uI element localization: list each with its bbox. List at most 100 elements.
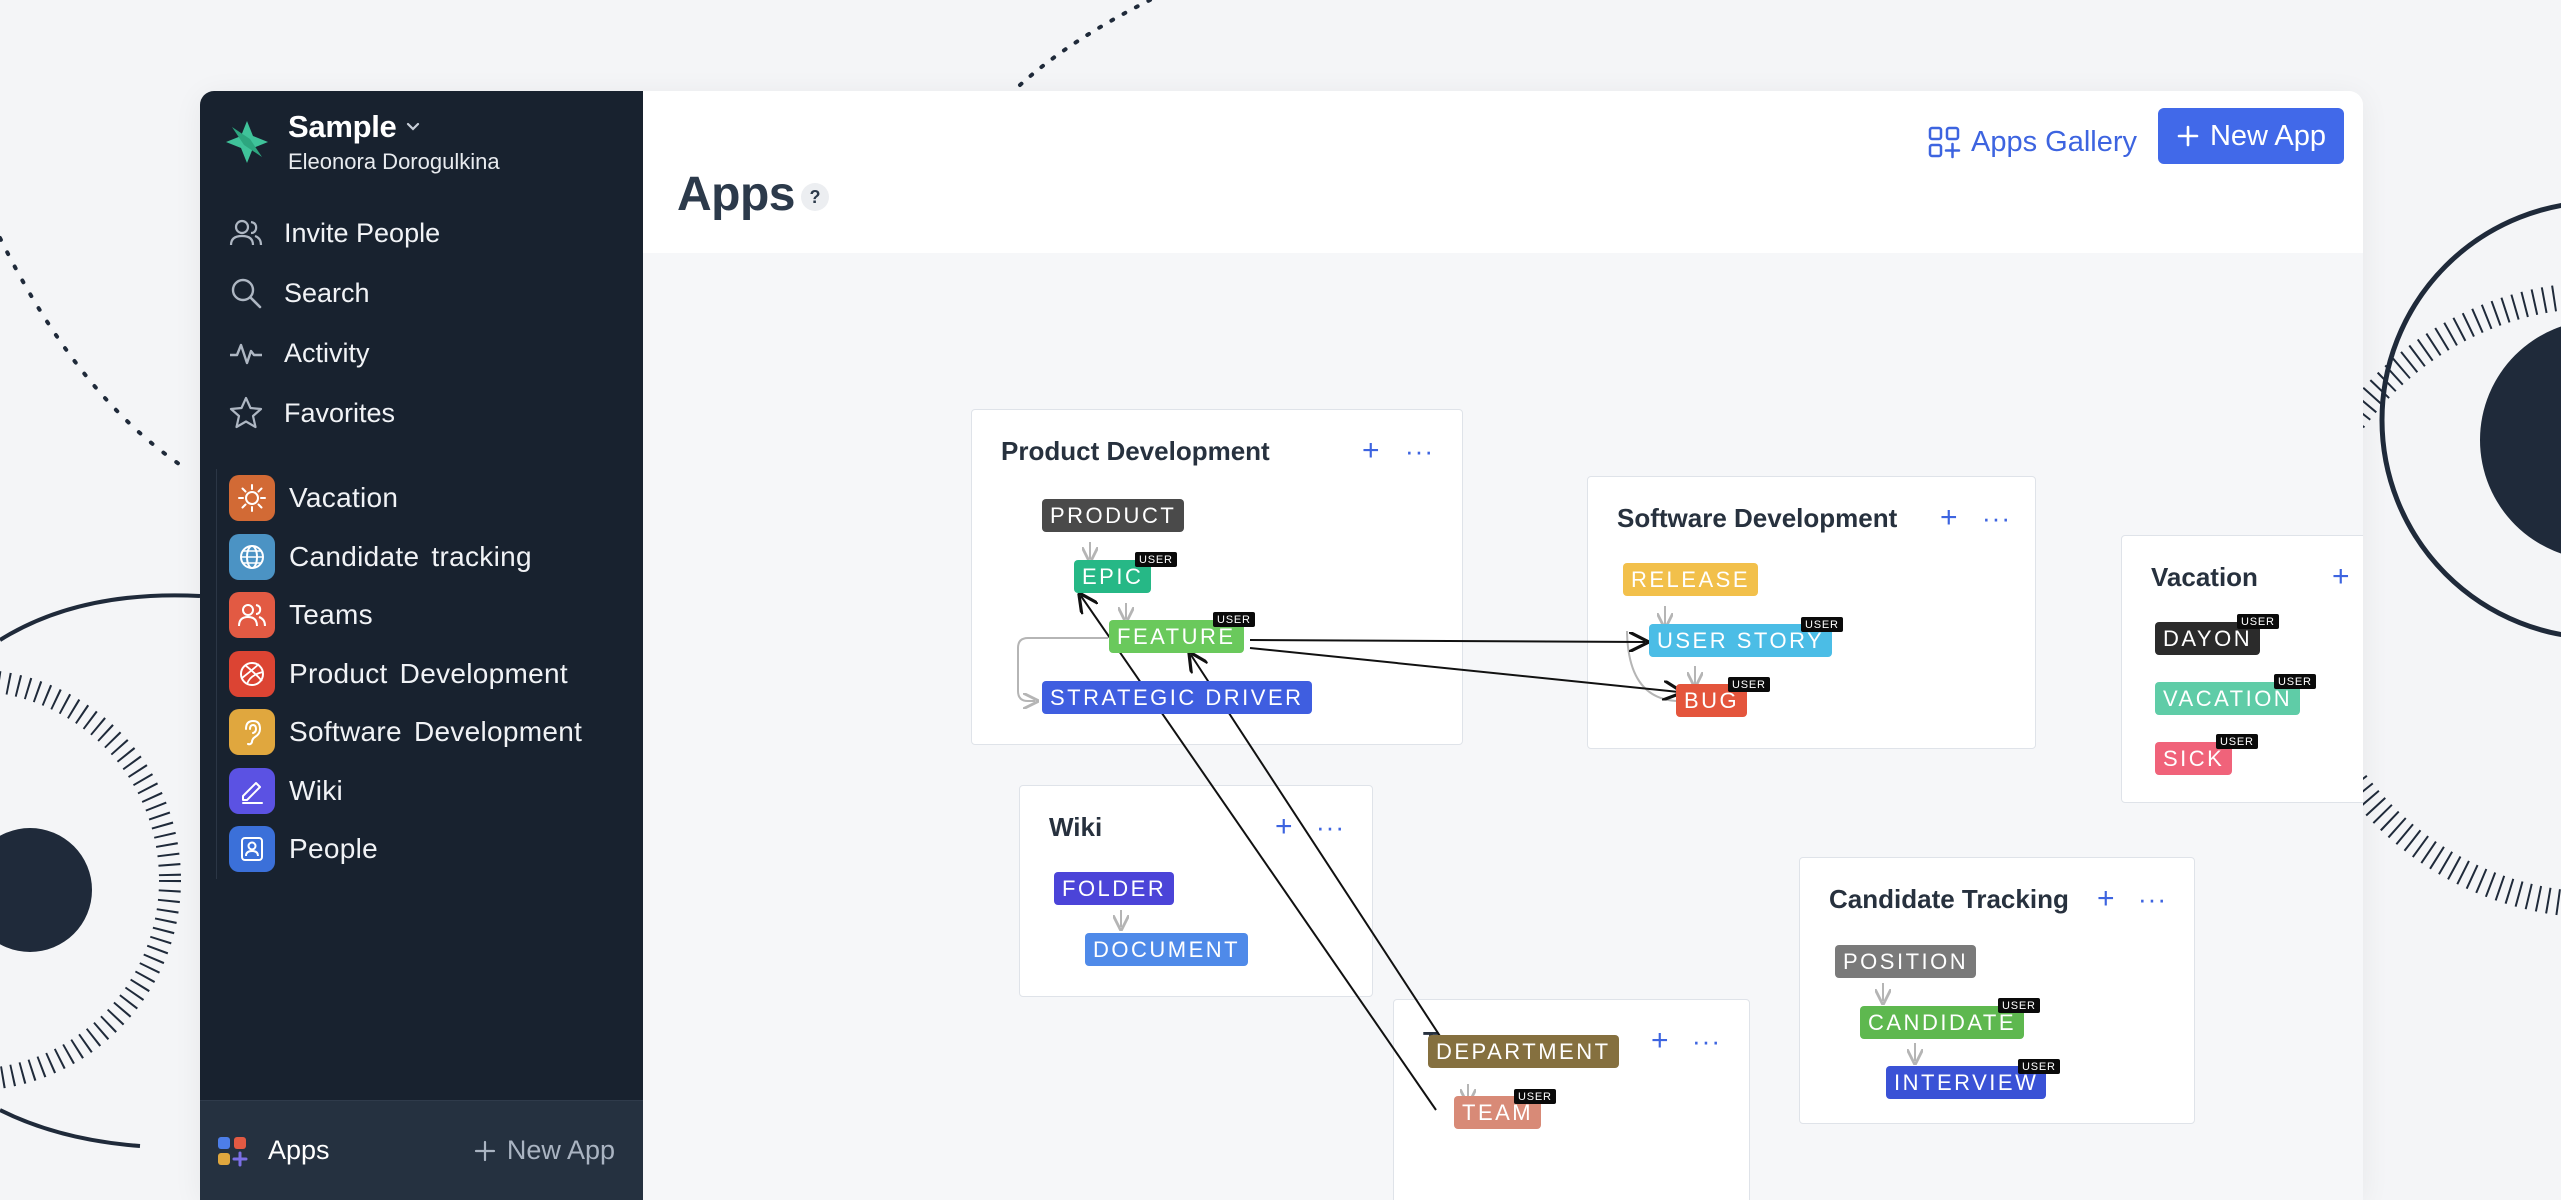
entity-tag-epic[interactable]: EPIC (1074, 560, 1152, 593)
people-icon (228, 215, 264, 251)
workspace-name: Sample (288, 109, 397, 144)
add-entity-button[interactable]: + (1940, 501, 1958, 534)
new-app-label: New App (2209, 119, 2327, 152)
chevron-down-icon (407, 122, 420, 131)
more-options-button[interactable]: ··· (1316, 812, 1345, 842)
sidebar-apps-list: Vacation Candidate tracking Teams Produc… (216, 469, 582, 879)
entity-tag-user-story[interactable]: USER STORY (1649, 624, 1833, 657)
sidebar-app-teams[interactable]: Teams (229, 586, 582, 645)
entity-tag-team[interactable]: TEAM (1454, 1096, 1542, 1129)
user-badge: USER (1998, 998, 2040, 1013)
nav-label: Activity (284, 337, 370, 368)
sidebar-app-label: Wiki (289, 774, 344, 806)
more-options-button[interactable]: ··· (1692, 1026, 1721, 1056)
page-header: Apps ? Apps Gallery New App (643, 91, 2363, 253)
sidebar-nav: Invite People Search Activity Favorites (228, 203, 440, 443)
more-options-button[interactable]: ··· (1405, 436, 1434, 466)
card-title: Vacation (2151, 562, 2258, 592)
workspace-switcher[interactable]: Sample Eleonora Dorogulkina (222, 109, 500, 175)
star-icon (228, 395, 264, 431)
card-title: Wiki (1049, 812, 1103, 842)
add-entity-button[interactable]: + (2097, 882, 2115, 915)
entity-tag-department[interactable]: DEPARTMENT (1428, 1035, 1619, 1068)
nav-search[interactable]: Search (228, 263, 440, 323)
entity-tag-candidate[interactable]: CANDIDATE (1860, 1006, 2024, 1039)
basketball-icon (229, 650, 275, 697)
user-badge: USER (2216, 734, 2258, 749)
main-content: Apps ? Apps Gallery New App Product Deve… (643, 91, 2363, 1200)
more-options-button[interactable]: ··· (1982, 503, 2011, 533)
nav-activity[interactable]: Activity (228, 323, 440, 383)
user-badge: USER (1801, 617, 1843, 632)
app-card-teams[interactable]: Teams + ··· (1393, 999, 1750, 1200)
ear-icon (229, 709, 275, 756)
user-badge: USER (2018, 1059, 2060, 1074)
sidebar-app-label: Teams (289, 599, 373, 631)
apps-gallery-icon (1928, 126, 1961, 159)
sidebar-app-vacation[interactable]: Vacation (229, 469, 582, 528)
apps-gallery-label: Apps Gallery (1971, 125, 2138, 158)
plus-icon (2177, 125, 2199, 147)
globe-icon (229, 533, 275, 580)
add-entity-button[interactable]: + (1275, 810, 1293, 843)
sidebar-new-app-label: New App (506, 1135, 615, 1165)
page-title: Apps (677, 168, 796, 221)
activity-icon (228, 335, 264, 371)
new-app-button[interactable]: New App (2158, 108, 2344, 164)
entity-tag-document[interactable]: DOCUMENT (1085, 933, 1249, 966)
sidebar-footer: Apps New App (200, 1100, 643, 1200)
user-badge: USER (1135, 552, 1177, 567)
app-card-software-development[interactable]: Software Development + ··· (1587, 476, 2036, 749)
card-title: Software Development (1617, 503, 1898, 533)
search-icon (228, 275, 264, 311)
pencil-icon (229, 767, 275, 814)
help-button[interactable]: ? (801, 183, 829, 211)
workspace-logo-icon (226, 121, 268, 163)
sidebar-apps-label: Apps (268, 1135, 330, 1165)
sidebar-app-candidate-tracking[interactable]: Candidate tracking (229, 528, 582, 587)
sidebar-apps-link[interactable]: Apps (216, 1135, 330, 1167)
sidebar-new-app-button[interactable]: New App (473, 1135, 615, 1166)
user-badge: USER (1514, 1089, 1556, 1104)
card-title: Product Development (1001, 436, 1270, 466)
sidebar: Sample Eleonora Dorogulkina Invite Peopl… (200, 91, 643, 1200)
user-badge: USER (2237, 614, 2279, 629)
sidebar-app-label: People (289, 833, 378, 865)
entity-tag-position[interactable]: POSITION (1835, 945, 1977, 978)
add-entity-button[interactable]: + (1651, 1024, 1669, 1057)
sidebar-app-product-development[interactable]: Product Development (229, 645, 582, 704)
entity-tag-bug[interactable]: BUG (1676, 684, 1748, 717)
nav-invite-people[interactable]: Invite People (228, 203, 440, 263)
sun-icon (229, 475, 275, 522)
user-badge: USER (1728, 677, 1770, 692)
apps-canvas: Product Development + ··· Software Devel… (643, 253, 2363, 1200)
entity-tag-product[interactable]: PRODUCT (1042, 499, 1185, 532)
nav-favorites[interactable]: Favorites (228, 383, 440, 443)
plus-icon (474, 1140, 496, 1161)
contact-icon (229, 826, 275, 873)
add-entity-button[interactable]: + (2332, 560, 2350, 593)
sidebar-app-label: Candidate tracking (289, 540, 532, 572)
sidebar-app-label: Software Development (289, 716, 583, 748)
sidebar-app-label: Product Development (289, 657, 568, 689)
app-window: Sample Eleonora Dorogulkina Invite Peopl… (200, 91, 2363, 1200)
user-badge: USER (2274, 674, 2316, 689)
nav-label: Invite People (284, 217, 441, 248)
sidebar-app-label: Vacation (289, 482, 399, 514)
more-options-button[interactable]: ··· (2138, 884, 2167, 914)
nav-label: Search (284, 277, 370, 308)
sidebar-app-software-development[interactable]: Software Development (229, 703, 582, 762)
sidebar-app-people[interactable]: People (229, 820, 582, 879)
sidebar-app-wiki[interactable]: Wiki (229, 762, 582, 821)
entity-tag-strategic-driver[interactable]: STRATEGIC DRIVER (1042, 681, 1312, 714)
card-title: Candidate Tracking (1829, 884, 2069, 914)
entity-tag-release[interactable]: RELEASE (1623, 563, 1758, 596)
workspace-user-name: Eleonora Dorogulkina (288, 149, 500, 174)
nav-label: Favorites (284, 397, 396, 428)
apps-grid-icon (218, 1136, 248, 1166)
entity-tag-dayon[interactable]: DAYON (2155, 622, 2261, 655)
entity-tag-folder[interactable]: FOLDER (1054, 872, 1175, 905)
apps-gallery-button[interactable]: Apps Gallery (1927, 115, 2137, 169)
add-entity-button[interactable]: + (1362, 434, 1380, 467)
